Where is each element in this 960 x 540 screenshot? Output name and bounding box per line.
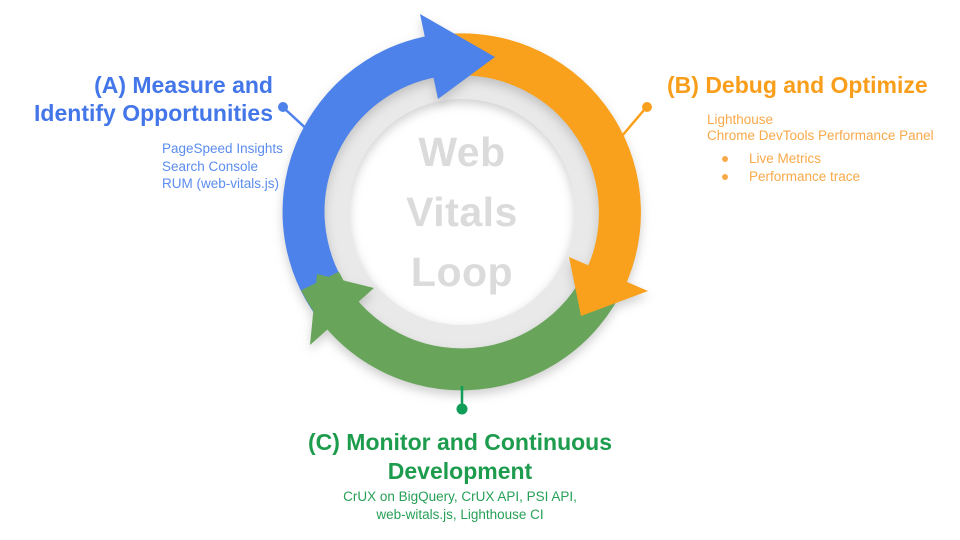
gray-ring — [319, 69, 605, 355]
section-c-tool-item: web-witals.js, Lighthouse CI — [376, 507, 544, 522]
section-c-heading-line1: (C) Monitor and Continuous — [307, 429, 613, 455]
section-a-heading-line2: Identify Opportunities — [34, 100, 273, 126]
loop-bands — [282, 14, 648, 391]
section-a-tool-item: PageSpeed Insights — [162, 141, 283, 156]
section-c-heading-line2: Development — [387, 458, 533, 484]
section-a-heading-line1: (A) Measure and — [94, 72, 273, 98]
center-label-line: Loop — [410, 249, 514, 295]
section-b-sub-item: Live Metrics — [707, 150, 934, 168]
section-c-heading: (C) Monitor and Continuous Development — [160, 428, 760, 486]
connector-line-b — [621, 109, 645, 137]
center-label-line: Vitals — [406, 189, 518, 235]
green-arc-segment — [301, 267, 626, 391]
connector-dot-b — [642, 102, 652, 112]
section-c-tools-list: CrUX on BigQuery, CrUX API, PSI API, web… — [160, 488, 760, 524]
bullet-dot-icon — [722, 156, 728, 162]
section-a-tool-item: Search Console — [162, 158, 259, 174]
section-b-sub-item-label: Performance trace — [749, 169, 861, 184]
section-b-tools-list: Lighthouse Chrome DevTools Performance P… — [707, 112, 934, 186]
section-b-tool-item: Lighthouse — [707, 112, 774, 127]
section-b-sub-item: Performance trace — [707, 168, 934, 186]
section-a-tools-list: PageSpeed Insights Search Console RUM (w… — [162, 140, 283, 193]
connector-dot-a — [278, 102, 288, 112]
section-a-tool-item: RUM (web-vitals.js) — [162, 176, 280, 191]
section-c-tool-item: CrUX on BigQuery, CrUX API, PSI API, — [343, 489, 577, 504]
callout-connectors — [278, 102, 652, 415]
connector-dot-c — [456, 403, 468, 415]
section-a-heading: (A) Measure and Identify Opportunities — [34, 71, 273, 127]
center-label-line: Web — [418, 129, 506, 175]
orange-arrowhead-icon — [569, 257, 648, 316]
section-b-heading: (B) Debug and Optimize — [667, 72, 928, 98]
center-label: Web Vitals Loop — [342, 122, 582, 302]
section-b-sub-list: Live Metrics Performance trace — [707, 150, 934, 186]
blue-arc-segment — [282, 35, 439, 318]
section-b-sub-item-label: Live Metrics — [749, 151, 822, 166]
orange-arc-segment — [446, 33, 641, 302]
section-b-tool-item: Chrome DevTools Performance Panel — [707, 128, 934, 143]
connector-line-a — [285, 109, 313, 135]
bullet-dot-icon — [722, 174, 728, 180]
green-arrowhead-icon — [310, 274, 374, 345]
blue-arrowhead-icon — [420, 14, 495, 99]
